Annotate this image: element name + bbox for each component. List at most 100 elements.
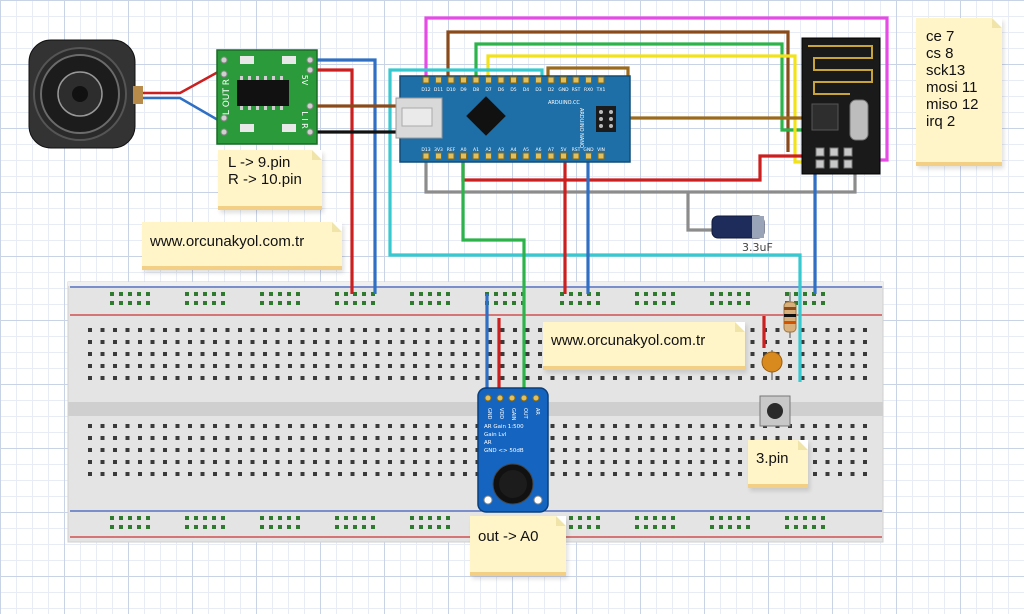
breadboard-hole xyxy=(100,364,105,368)
breadboard-hole xyxy=(175,340,180,344)
rail-hole xyxy=(110,516,114,520)
breadboard-hole xyxy=(575,472,580,476)
arduino-pin xyxy=(435,76,442,84)
breadboard-hole xyxy=(550,472,555,476)
breadboard-hole xyxy=(400,328,405,332)
breadboard-hole xyxy=(88,472,92,476)
rail-hole xyxy=(653,516,657,520)
breadboard-hole xyxy=(400,436,405,440)
wire-red-amp xyxy=(315,68,354,294)
rail-hole xyxy=(371,301,375,305)
arduino-pin xyxy=(472,152,480,160)
nrf24-module xyxy=(801,37,881,175)
breadboard-hole xyxy=(200,448,205,452)
breadboard-hole xyxy=(350,424,355,428)
breadboard-hole xyxy=(238,328,242,332)
breadboard-hole xyxy=(550,448,555,452)
breadboard-hole xyxy=(725,376,730,380)
rail-hole xyxy=(596,292,600,296)
breadboard-hole xyxy=(288,364,292,368)
button-pin-text: 3.pin xyxy=(756,450,789,467)
breadboard-hole xyxy=(463,472,467,476)
breadboard-hole xyxy=(475,352,480,356)
breadboard-hole xyxy=(388,364,392,368)
rail-hole xyxy=(569,516,573,520)
arduino-pin-label: D11 xyxy=(434,87,443,93)
breadboard-hole xyxy=(575,436,580,440)
breadboard-hole xyxy=(413,448,417,452)
arduino-pin-label: D7 xyxy=(485,87,491,93)
pin-irq: irq 2 xyxy=(926,113,956,130)
breadboard-hole xyxy=(313,448,317,452)
arduino-pin-label: A1 xyxy=(473,147,479,153)
breadboard-hole xyxy=(613,436,617,440)
breadboard-hole xyxy=(375,352,380,356)
arduino-pin-label: D10 xyxy=(446,87,455,93)
breadboard-hole xyxy=(88,448,92,452)
arduino-pin xyxy=(435,152,442,160)
breadboard-hole xyxy=(113,424,117,428)
rail-hole xyxy=(635,292,639,296)
rail-hole xyxy=(812,516,816,520)
breadboard-hole xyxy=(363,352,367,356)
breadboard-hole xyxy=(200,376,205,380)
breadboard-hole xyxy=(263,328,267,332)
breadboard-hole xyxy=(463,352,467,356)
breadboard-hole xyxy=(625,460,630,464)
breadboard-hole xyxy=(663,448,667,452)
breadboard-hole xyxy=(788,376,792,380)
rail-hole xyxy=(644,292,648,296)
arduino-pin-label: D5 xyxy=(510,87,516,93)
rail-hole xyxy=(512,301,516,305)
rail-hole xyxy=(728,525,732,529)
breadboard-hole xyxy=(125,460,130,464)
breadboard-hole xyxy=(375,472,380,476)
breadboard-hole xyxy=(450,328,455,332)
breadboard-hole xyxy=(288,472,292,476)
breadboard-hole xyxy=(850,340,855,344)
rail-hole xyxy=(119,525,123,529)
rail-hole xyxy=(212,292,216,296)
rail-hole xyxy=(746,301,750,305)
breadboard-hole xyxy=(225,352,230,356)
breadboard-hole xyxy=(850,448,855,452)
breadboard-hole xyxy=(488,376,492,380)
breadboard-hole xyxy=(450,364,455,368)
rail-hole xyxy=(269,525,273,529)
breadboard-hole xyxy=(750,364,755,368)
breadboard-hole xyxy=(350,352,355,356)
breadboard-hole xyxy=(163,364,167,368)
push-button-icon[interactable] xyxy=(759,395,791,427)
breadboard-hole xyxy=(825,448,830,452)
breadboard-hole xyxy=(625,448,630,452)
rail-hole xyxy=(728,301,732,305)
breadboard-hole xyxy=(438,460,442,464)
rail-hole xyxy=(203,516,207,520)
breadboard-hole xyxy=(700,460,705,464)
breadboard-hole xyxy=(675,436,680,440)
breadboard-hole xyxy=(238,364,242,368)
breadboard-hole xyxy=(225,340,230,344)
breadboard-hole xyxy=(863,340,867,344)
breadboard-hole xyxy=(250,436,255,440)
breadboard-hole xyxy=(613,424,617,428)
rail-hole xyxy=(710,525,714,529)
audio-amp-board: L OUT R 5V L I R xyxy=(216,49,318,145)
breadboard-hole xyxy=(800,376,805,380)
rail-hole xyxy=(353,516,357,520)
breadboard-hole xyxy=(450,460,455,464)
breadboard-hole xyxy=(100,352,105,356)
arduino-pin-label: RX0 xyxy=(584,87,593,93)
rail-hole xyxy=(278,525,282,529)
rail-hole xyxy=(512,292,516,296)
breadboard-hole xyxy=(238,448,242,452)
breadboard-hole xyxy=(263,340,267,344)
amp-label-lout: L OUT R xyxy=(222,79,232,115)
rail-hole xyxy=(185,301,189,305)
breadboard-hole xyxy=(438,352,442,356)
breadboard-hole xyxy=(775,328,780,332)
breadboard-hole xyxy=(563,472,567,476)
breadboard-hole xyxy=(375,436,380,440)
breadboard-hole xyxy=(175,328,180,332)
breadboard-hole xyxy=(300,472,305,476)
